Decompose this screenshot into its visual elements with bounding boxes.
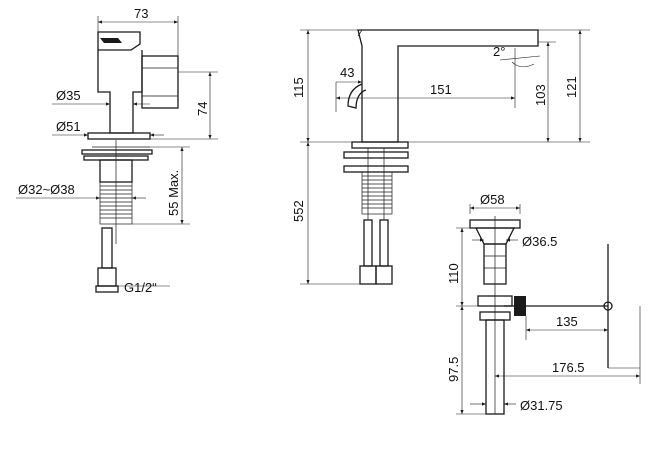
dim-waste-rod-length: 135: [556, 314, 578, 329]
dim-front-deck-max: 55 Max.: [166, 170, 181, 216]
side-hose-right: [379, 219, 389, 267]
front-hose-nut: [97, 267, 117, 287]
side-view: 115 552 43 151 2° 103 121: [291, 29, 590, 285]
dim-front-height-lever: 74: [195, 102, 210, 116]
front-lever-handle: [100, 38, 122, 43]
dim-waste-dia-inner: Ø36.5: [522, 234, 557, 249]
front-spout-block: [141, 55, 179, 109]
front-thread: [99, 181, 133, 225]
front-body: [97, 50, 143, 134]
side-washer-2: [343, 165, 409, 173]
dim-front-thread: G1/2ʺ: [124, 280, 157, 295]
dim-front-dia-hole: Ø32~Ø38: [18, 182, 75, 197]
side-spout: [357, 29, 539, 143]
waste-pivot-nut: [514, 296, 526, 316]
waste-view: Ø58 Ø36.5 110 135 97.5 176.5 Ø31.75: [446, 192, 641, 415]
dim-waste-height-lower: 97.5: [446, 357, 461, 382]
dim-front-width-top: 73: [134, 6, 148, 21]
side-thread: [361, 171, 393, 215]
waste-rod-clip: [603, 301, 613, 311]
dim-side-tilt: 2°: [493, 44, 505, 59]
dim-waste-dia-tail: Ø31.75: [520, 398, 563, 413]
side-hose-nut-left: [359, 265, 377, 285]
front-washer: [81, 149, 153, 155]
dim-waste-overall-rod: 176.5: [552, 360, 585, 375]
dim-front-dia-base: Ø51: [56, 119, 81, 134]
front-view: 73 74 Ø35 Ø51 Ø32~Ø38 55 Max. G1/2ʺ: [16, 6, 218, 295]
side-hose-nut-right: [375, 265, 393, 285]
front-hose: [101, 227, 113, 269]
dim-side-spout-height: 103: [533, 84, 548, 106]
dim-side-hose-length: 552: [291, 200, 306, 222]
side-base: [351, 141, 409, 149]
side-hose-left: [363, 219, 373, 267]
dim-front-dia-body: Ø35: [56, 88, 81, 103]
side-washer: [343, 151, 409, 159]
dim-waste-dia-plug: Ø58: [480, 192, 505, 207]
side-lever: [347, 83, 367, 109]
front-hose-end: [95, 285, 119, 293]
dim-waste-height-upper: 110: [446, 263, 461, 284]
front-lever-cap: [97, 31, 141, 51]
dim-side-spout-reach: 151: [430, 82, 452, 97]
dim-side-overall-height: 121: [564, 76, 579, 98]
front-base-ring: [87, 132, 151, 140]
dim-side-height-top: 115: [291, 77, 306, 98]
dim-side-lever-offset: 43: [340, 65, 354, 80]
